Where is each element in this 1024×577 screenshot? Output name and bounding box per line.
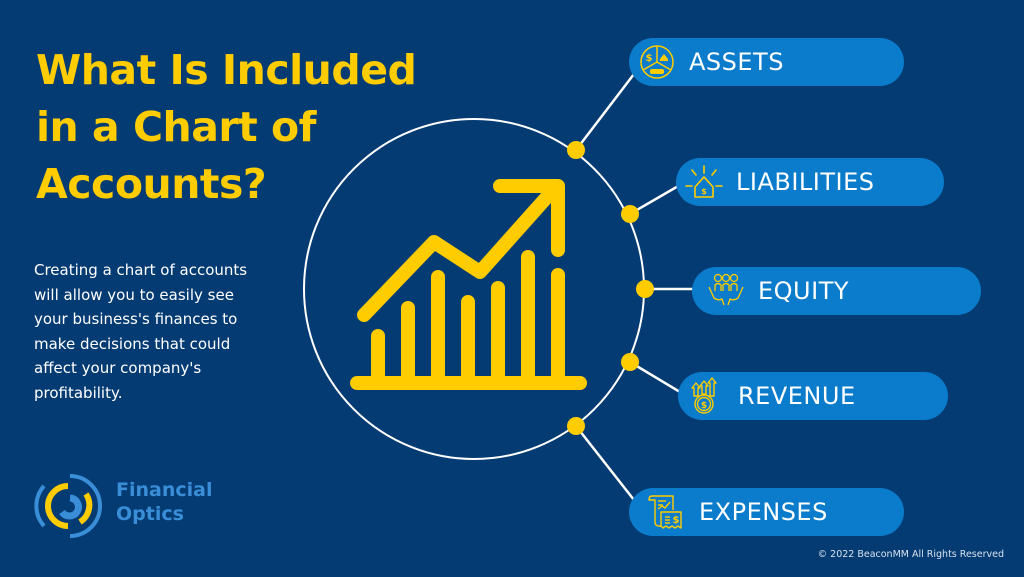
assets-icon: $ [640,45,674,79]
category-label: REVENUE [738,382,856,410]
svg-text:$: $ [701,187,707,196]
svg-text:$: $ [646,53,653,64]
description-line: affect your company's [34,359,202,377]
description: Creating a chart of accounts will allow … [34,258,304,405]
financial-optics-logo: Financial Optics [34,470,234,540]
logo-line-1: Financial [116,479,213,501]
category-revenue[interactable]: $ REVENUE [678,372,948,420]
category-label: ASSETS [689,48,784,76]
logo-icon [34,474,102,538]
logo-text: Financial Optics [116,478,212,526]
description-line: make decisions that could [34,334,231,353]
node-equity [636,280,654,298]
equity-icon [708,273,744,306]
category-liabilities[interactable]: $ LIABILITIES [676,158,944,206]
node-liabilities [621,205,639,223]
description-line: your business's finances to [34,310,238,328]
category-equity[interactable]: EQUITY [692,267,981,315]
node-revenue [621,353,639,371]
svg-text:$: $ [701,401,707,411]
liabilities-icon: $ [685,165,723,198]
node-assets [567,141,585,159]
description-line: will allow you to easily see [34,285,234,304]
category-assets[interactable]: $ ASSETS [629,38,904,86]
growth-chart-icon [350,179,587,390]
category-label: LIABILITIES [736,168,875,196]
title-line-1: What Is Included [36,46,417,94]
svg-text:$: $ [673,515,680,526]
description-line: Creating a chart of accounts [34,261,248,279]
revenue-icon: $ [691,377,717,414]
title-line-3: Accounts? [36,160,267,208]
node-expenses [567,417,585,435]
expenses-icon: $ [648,495,682,529]
category-label: EQUITY [758,277,850,305]
title-line-2: in a Chart of [36,103,317,151]
copyright-text: © 2022 BeaconMM All Rights Reserved [817,549,1004,560]
category-expenses[interactable]: $ EXPENSES [629,488,904,536]
category-label: EXPENSES [699,498,828,526]
description-line: profitability. [34,383,123,402]
page-title: What Is Included in a Chart of Accounts? [36,42,456,213]
logo-line-2: Optics [116,503,184,525]
